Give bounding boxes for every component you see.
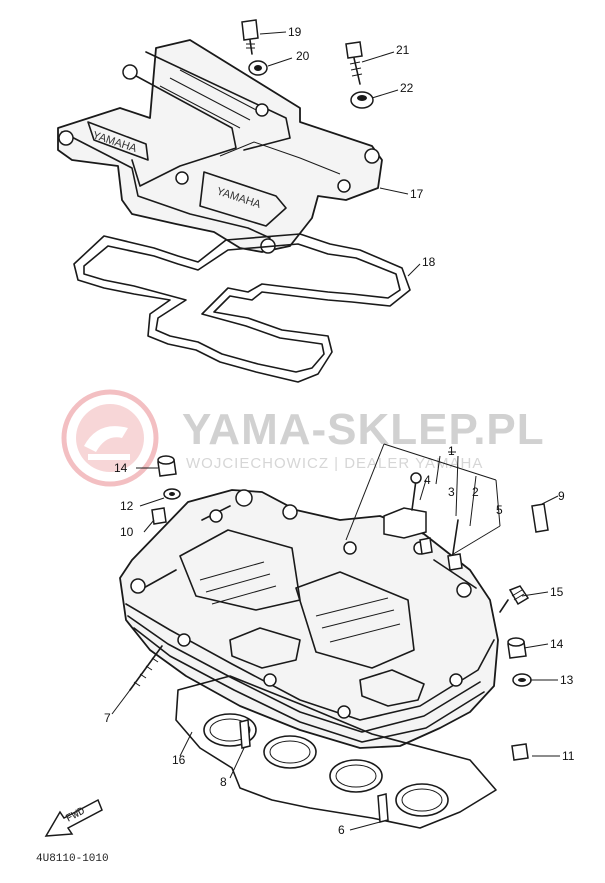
valve-lifter-assembly [383,472,463,571]
stud-7 [129,645,163,691]
callout-13: 13 [560,673,574,687]
stud-6 [377,793,389,823]
callout-18: 18 [422,255,436,269]
cover-gasket [73,233,411,383]
callout-22: 22 [400,81,414,95]
leader-lines [111,31,560,831]
callout-19: 19 [288,25,302,39]
callout-20: 20 [296,49,310,63]
spark-plug-15 [499,585,530,613]
dowel-10 [151,507,167,525]
watermark-logo-icon [61,389,159,487]
cap-nut-14-left [157,455,177,477]
watermark: YAMA-SKLEP.PL WOJCIECHOWICZ | DEALER YAM… [61,389,545,487]
forward-arrow-icon: FWD [44,798,103,837]
callout-2: 2 [472,485,479,499]
washer-12 [163,488,181,500]
callout-15: 15 [550,585,564,599]
callout-8: 8 [220,775,227,789]
callout-9: 9 [558,489,565,503]
washer-13 [512,673,532,687]
callout-10: 10 [120,525,134,539]
washer-20 [248,60,268,76]
callout-1: 1 [448,444,455,458]
stud-9 [531,503,549,533]
callout-11: 11 [562,749,575,763]
callout-16: 16 [172,753,186,767]
callout-5: 5 [496,503,503,517]
callout-14: 14 [114,461,128,475]
callout-labels: 1 2 3 4 5 6 7 8 9 10 11 12 13 14 14 15 1… [104,25,575,837]
grommet-22 [350,91,374,109]
callout-3: 3 [448,485,455,499]
bolt-19 [241,19,259,55]
callout-6: 6 [338,823,345,837]
watermark-title: YAMA-SKLEP.PL [182,405,545,454]
plug-11 [511,743,529,761]
head-gasket [175,675,497,829]
callout-14-right: 14 [550,637,564,651]
cylinder-head-cover: YAMAHA YAMAHA [57,39,383,254]
callout-17: 17 [410,187,424,201]
cap-nut-14-right [507,637,527,659]
cylinder-head [119,489,499,749]
callout-7: 7 [104,711,111,725]
bolt-21 [345,41,363,85]
stud-8 [239,719,251,749]
callout-12: 12 [120,499,134,513]
diagram-code: 4U8110-1010 [36,853,109,865]
callout-4: 4 [424,473,431,487]
callout-21: 21 [396,43,410,57]
watermark-subtitle: WOJCIECHOWICZ | DEALER YAMAHA [186,455,483,472]
